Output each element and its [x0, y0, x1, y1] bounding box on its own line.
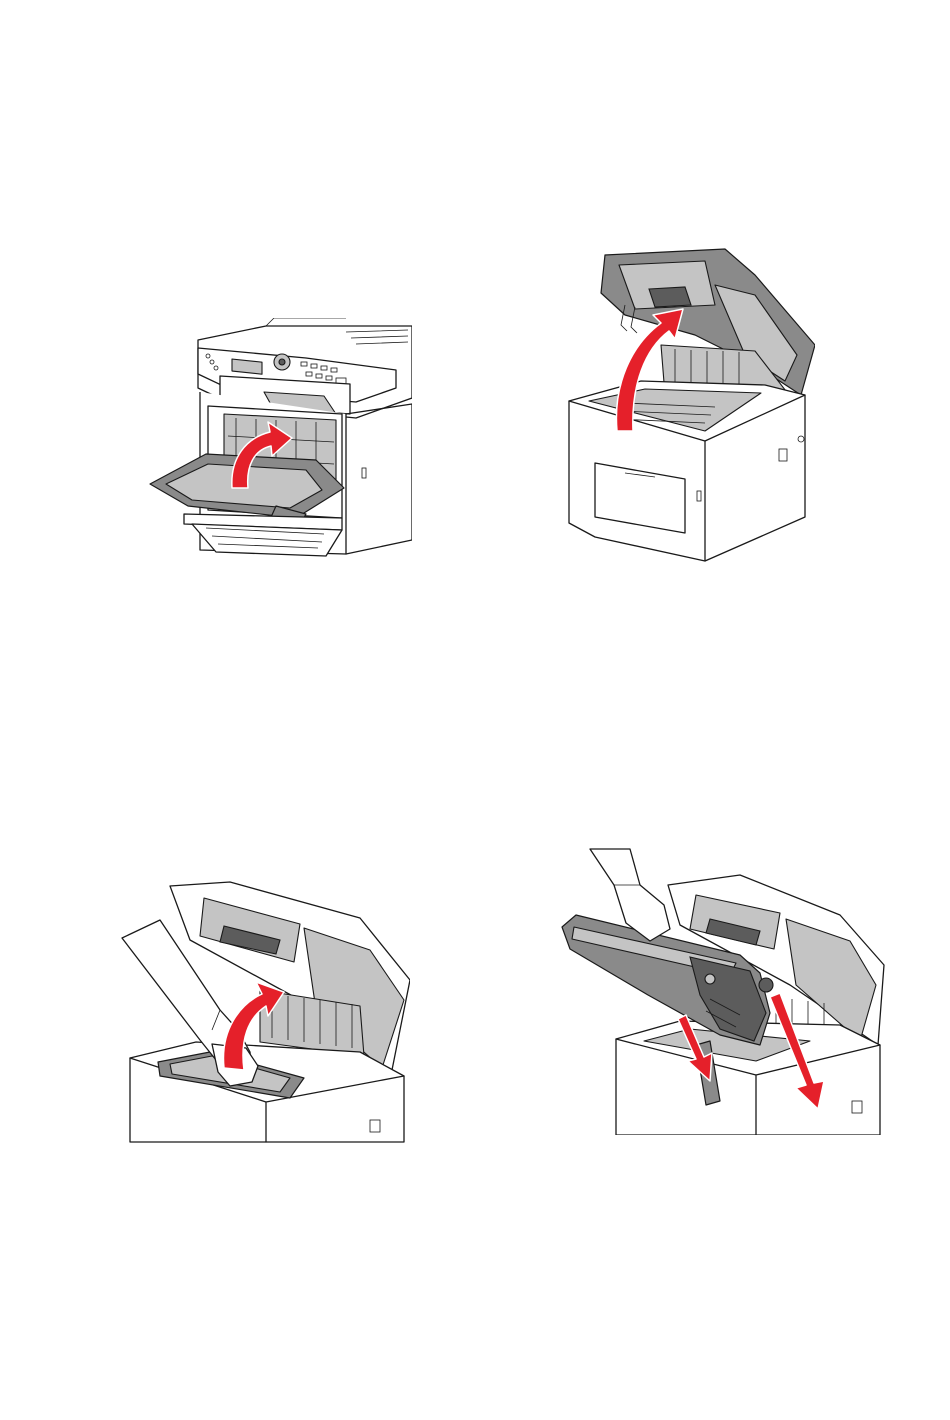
printer-front-cover-icon: [146, 318, 412, 566]
illustration-open-front-cover: [146, 318, 412, 566]
illustration-remove-imaging-unit: [560, 845, 890, 1135]
illustration-release-lever: [120, 880, 410, 1145]
illustration-lift-top-cover: [565, 245, 815, 565]
printer-top-cover-icon: [565, 245, 815, 565]
imaging-unit-icon: [560, 845, 890, 1135]
printer-lever-release-icon: [120, 880, 410, 1145]
